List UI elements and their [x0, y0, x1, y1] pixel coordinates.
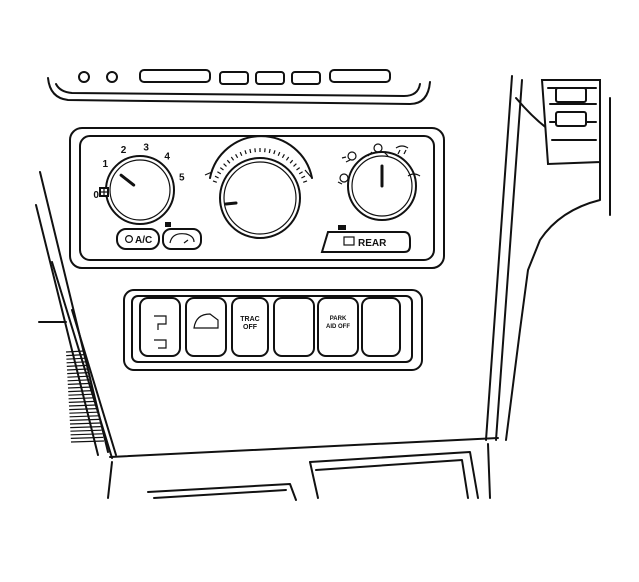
grille-slat	[69, 412, 97, 413]
air-mode-dial[interactable]	[348, 152, 416, 220]
blank-switch-2	[362, 298, 400, 356]
grille-slat	[66, 355, 85, 356]
grille-slat	[70, 430, 101, 431]
ac-label: A/C	[135, 235, 152, 246]
grille-slat	[69, 409, 97, 410]
park-label-line2: AID OFF	[326, 324, 350, 330]
park-aid-off-switch[interactable]: PARK AID OFF	[318, 298, 358, 356]
climate-control-panel: 0 1 2 3 45	[70, 128, 444, 268]
grille-slat	[69, 405, 96, 406]
grille-slat	[70, 419, 99, 420]
blank-switch-1	[274, 298, 314, 356]
temperature-tick	[250, 149, 251, 153]
grille-slat	[68, 391, 93, 392]
grille-slat	[68, 383, 91, 384]
grille-slat	[70, 423, 100, 424]
fan-speed-label: 5	[179, 172, 185, 183]
grille-slat	[71, 441, 104, 442]
temperature-tick	[269, 149, 270, 153]
liftgate-switch[interactable]	[186, 298, 226, 356]
fan-icon	[100, 188, 108, 196]
fan-speed-label: 3	[143, 142, 149, 153]
grille-slat	[71, 434, 103, 435]
trac-off-switch[interactable]: TRAC OFF	[232, 298, 268, 356]
upper-dash-panel	[48, 70, 430, 104]
grille-slat	[68, 387, 92, 388]
grille-slat	[68, 394, 93, 395]
ac-button[interactable]: A/C	[117, 229, 159, 249]
lower-console	[108, 438, 498, 500]
grille-slat	[71, 437, 103, 438]
grille-slat	[68, 380, 91, 381]
grille-slat	[70, 416, 99, 417]
right-vent	[542, 80, 600, 164]
mirror-fold-switch[interactable]	[140, 298, 180, 356]
trac-label-line2: OFF	[243, 324, 258, 331]
park-label-line1: PARK	[330, 316, 347, 322]
grille-slat	[70, 427, 101, 428]
fan-speed-label: 0	[93, 190, 99, 201]
fan-speed-label: 1	[103, 159, 109, 170]
grille-slat	[69, 401, 95, 402]
grille-slat	[66, 351, 84, 352]
fan-speed-label: 2	[121, 145, 127, 156]
trac-label-line1: TRAC	[240, 316, 259, 323]
rear-label: REAR	[358, 238, 387, 249]
grille-slat	[69, 398, 95, 399]
fan-speed-dial[interactable]	[106, 156, 174, 224]
fan-speed-label: 4	[164, 151, 170, 162]
